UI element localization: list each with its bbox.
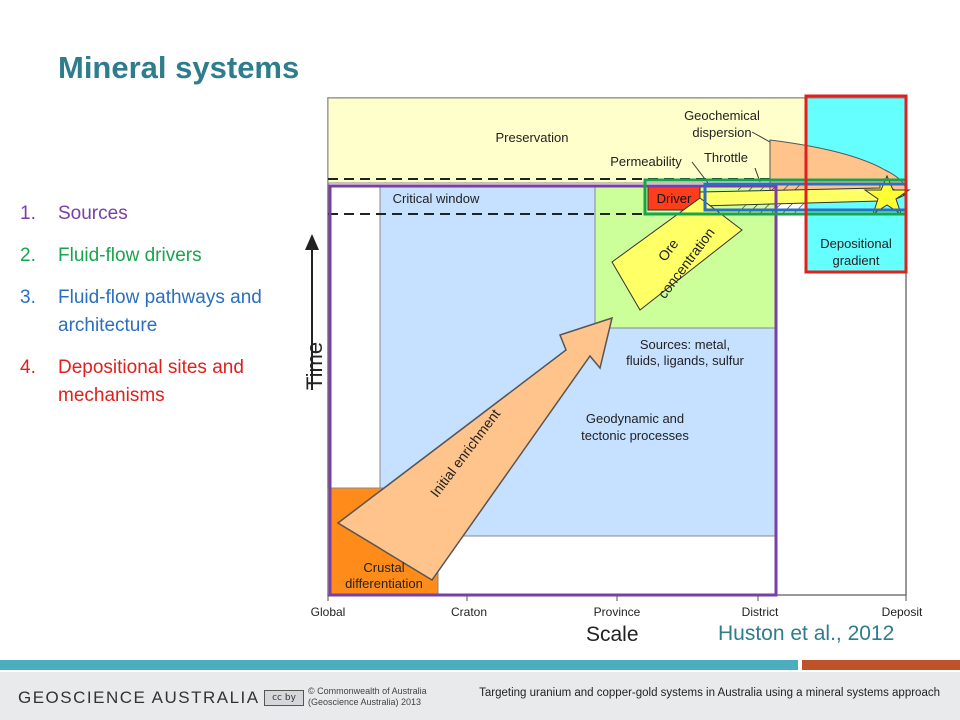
list-item-depositional-sites: 4. Depositional sites and mechanisms	[20, 354, 290, 410]
list-item-fluid-flow-drivers: 2. Fluid-flow drivers	[20, 242, 290, 270]
crustal-label: Crustal	[363, 560, 404, 575]
copyright-notice: © Commonwealth of Australia (Geoscience …	[308, 686, 458, 708]
list-number: 1.	[20, 203, 36, 224]
creative-commons-icon[interactable]: cc by	[264, 690, 304, 706]
list-text: Sources	[58, 203, 128, 224]
tick-label: Province	[594, 605, 641, 619]
footer: GEOSCIENCE AUSTRALIA cc by © Commonwealt…	[0, 672, 960, 720]
geodynamic-label: tectonic processes	[581, 428, 689, 443]
tick-label: Craton	[451, 605, 487, 619]
list-number: 4.	[20, 357, 36, 378]
depositional-sites-outline	[804, 94, 908, 274]
deposit-star-icon	[863, 174, 911, 216]
dispersion-leader	[751, 131, 771, 143]
tick-label: District	[742, 605, 779, 619]
mineral-systems-diagram: Time Global Craton Province District Dep…	[302, 94, 923, 646]
time-axis-arrow	[305, 234, 319, 250]
sources-outline	[328, 184, 778, 597]
copyright-line: © Commonwealth of Australia	[308, 686, 427, 696]
ore-concentration-arrow	[611, 197, 743, 311]
throttle-label: Throttle	[704, 150, 748, 165]
presentation-subtitle: Targeting uranium and copper-gold system…	[479, 687, 940, 699]
list-text: Fluid-flow drivers	[58, 245, 202, 266]
sources-label: Sources: metal,	[640, 337, 730, 352]
depositional-gradient-label: Depositional	[820, 236, 892, 251]
critical-window-label: Critical window	[393, 191, 480, 206]
list-number: 2.	[20, 245, 36, 266]
list-number: 3.	[20, 287, 36, 308]
footer-band-rust	[802, 660, 960, 670]
geodynamic-label: Geodynamic and	[586, 411, 684, 426]
list-item-sources: 1. Sources	[20, 200, 290, 228]
copyright-line: (Geoscience Australia) 2013	[308, 697, 422, 707]
scale-axis-label: Scale	[586, 623, 639, 646]
driver-label: Driver	[657, 191, 692, 206]
scale-axis: Global Craton Province District Deposit …	[311, 595, 923, 646]
list-text: Fluid-flow pathways and architecture	[58, 287, 262, 336]
mineral-system-components-list: 1. Sources 2. Fluid-flow drivers 3. Flui…	[20, 200, 290, 424]
footer-band	[0, 660, 960, 670]
geochemical-label: Geochemical	[684, 108, 760, 123]
list-text: Depositional sites and mechanisms	[58, 357, 244, 406]
list-item-fluid-flow-pathways: 3. Fluid-flow pathways and architecture	[20, 284, 290, 340]
page-title: Mineral systems	[58, 50, 300, 85]
citation: Huston et al., 2012	[718, 622, 895, 645]
dispersion-label: dispersion	[692, 125, 751, 140]
initial-enrichment-arrow	[336, 316, 614, 582]
time-axis-label: Time	[302, 342, 327, 390]
tick-label: Deposit	[882, 605, 923, 619]
sources-label: fluids, ligands, sulfur	[626, 353, 744, 368]
depositional-gradient-label: gradient	[833, 253, 880, 268]
preservation-label: Preservation	[496, 130, 569, 145]
tick-label: Global	[311, 605, 346, 619]
permeability-label: Permeability	[610, 154, 682, 169]
footer-band-teal	[0, 660, 798, 670]
organization-name: GEOSCIENCE AUSTRALIA	[18, 688, 260, 707]
crustal-label: differentiation	[345, 576, 423, 591]
